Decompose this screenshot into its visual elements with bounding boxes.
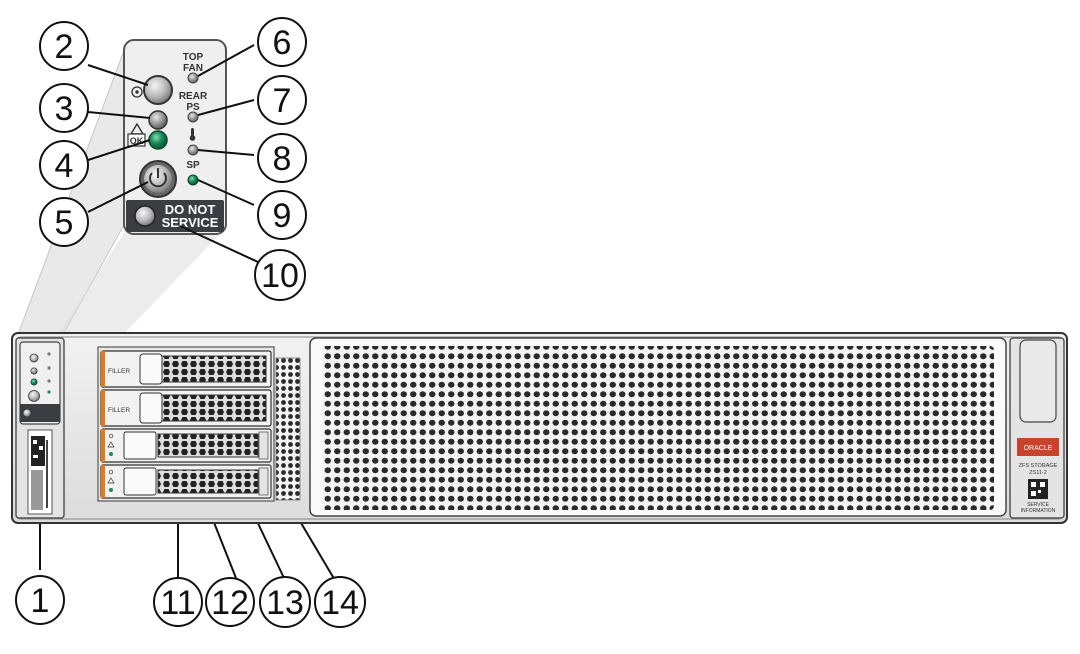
drive-bay-4[interactable]: [100, 464, 272, 499]
svg-text:FILLER: FILLER: [108, 407, 130, 414]
service-required-led: [148, 110, 168, 130]
callout-numbers: 2 3 4 5 6 7 8 9 10 1 11 12 13 14: [31, 24, 359, 622]
callout-5: 5: [55, 204, 74, 242]
callout-6: 6: [273, 24, 292, 62]
overtemp-led: [187, 144, 199, 156]
chassis: FILLER FILLER: [11, 332, 1068, 524]
callout-circles: [15, 17, 366, 628]
locator-icon: [131, 86, 143, 98]
callout-3: 3: [55, 90, 74, 128]
callout-8: 8: [273, 140, 292, 178]
callout-4: 4: [55, 147, 74, 185]
side-vent: [275, 357, 301, 501]
callout-13: 13: [266, 584, 304, 622]
sp-label: SP: [186, 160, 200, 171]
callout-14: 14: [321, 584, 359, 622]
right-handle[interactable]: [1019, 339, 1057, 423]
rear-ps-led: [187, 111, 199, 123]
callout-11: 11: [160, 584, 195, 622]
oracle-logo: [1017, 438, 1059, 456]
drive-bays: FILLER FILLER: [97, 346, 275, 502]
svg-text:FILLER: FILLER: [108, 368, 130, 375]
thermometer-icon: [189, 128, 196, 141]
do-not-service-led: [134, 205, 156, 227]
left-ear: [15, 337, 65, 519]
svg-text:ORACLE: ORACLE: [1024, 445, 1053, 452]
top-fan-led: [187, 72, 199, 84]
locator-button[interactable]: [143, 75, 173, 105]
drive-filler-1[interactable]: FILLER: [100, 350, 272, 388]
power-ok-led: [148, 130, 168, 150]
drive-filler-2[interactable]: FILLER: [100, 389, 272, 427]
callout-7: 7: [273, 82, 292, 120]
ok-label: OK: [130, 136, 144, 146]
callout-1: 1: [31, 582, 50, 620]
callout-9: 9: [273, 197, 292, 235]
callout-2: 2: [55, 28, 74, 66]
callout-12: 12: [211, 584, 249, 622]
drive-bay-3[interactable]: [100, 428, 272, 463]
power-icon: [149, 172, 167, 188]
power-button[interactable]: [139, 160, 177, 198]
sp-led: [187, 174, 199, 186]
callout-10: 10: [261, 257, 299, 295]
